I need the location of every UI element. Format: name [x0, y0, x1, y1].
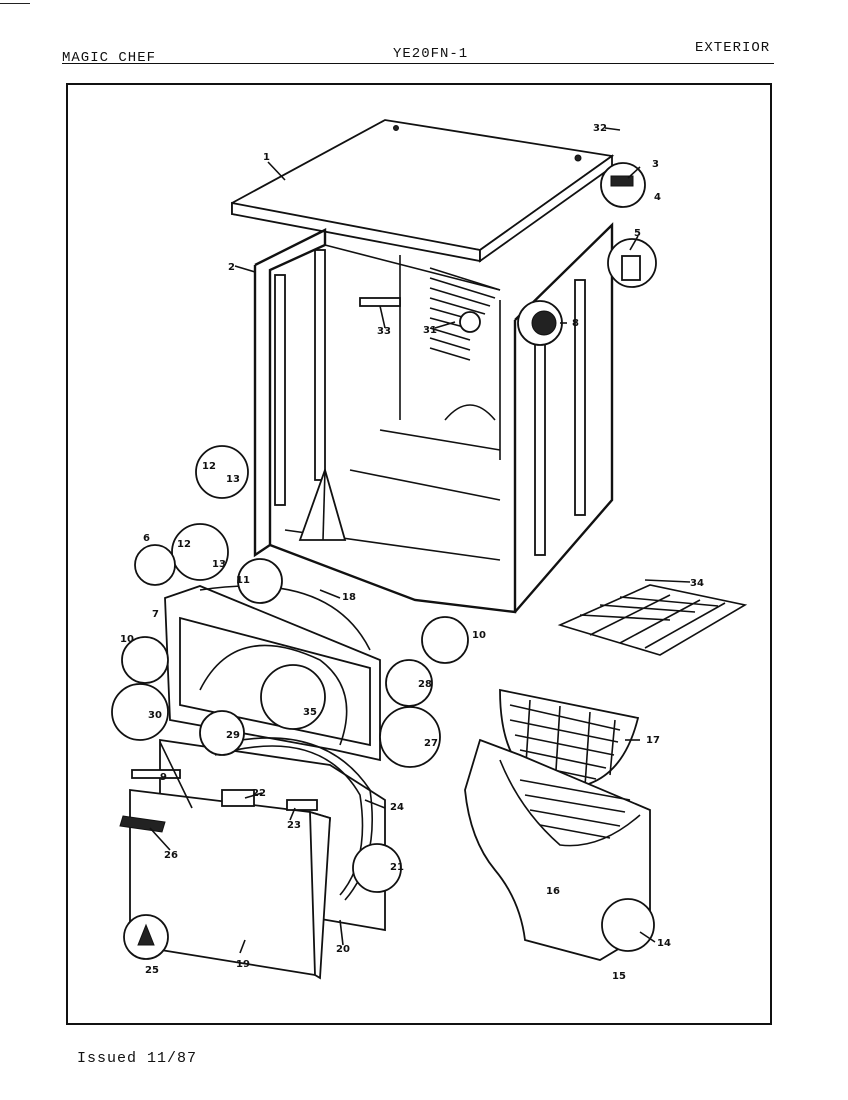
- lint-duct: [464, 738, 655, 961]
- callout-12a: 12: [202, 461, 216, 472]
- callout-23: 23: [287, 820, 301, 831]
- callout-19: 19: [236, 959, 250, 970]
- callout-10b: 10: [120, 634, 134, 645]
- callout-15: 15: [612, 971, 626, 982]
- door-panel: [119, 769, 331, 980]
- top-panel: [231, 119, 615, 263]
- detail-bubble-6: [134, 544, 176, 586]
- callout-11: 11: [236, 575, 250, 586]
- callout-26: 26: [164, 850, 178, 861]
- callout-21: 21: [390, 862, 404, 873]
- callout-35: 35: [303, 707, 317, 718]
- brand-label: MAGIC CHEF: [62, 50, 157, 66]
- callout-9: 9: [160, 772, 167, 783]
- callout-32: 32: [593, 123, 607, 134]
- issued-date: Issued 11/87: [77, 1050, 198, 1067]
- detail-bubble-29: [199, 710, 245, 756]
- callout-labels: 1 2 3 4 5 6 7 8 9 10 10 11 12 12 13 13 1…: [120, 123, 704, 982]
- detail-bubble-12-13b: [171, 523, 229, 581]
- callout-33: 33: [377, 326, 391, 337]
- detail-bubble-12-13: [195, 445, 249, 499]
- detail-bubble-27: [379, 706, 441, 768]
- detail-bubble-11: [237, 558, 283, 604]
- callout-28: 28: [418, 679, 432, 690]
- callout-12b: 12: [177, 539, 191, 550]
- callout-25: 25: [145, 965, 159, 976]
- callout-30: 30: [148, 710, 162, 721]
- callout-18: 18: [342, 592, 356, 603]
- callout-10: 10: [472, 630, 486, 641]
- model-number: YE20FN-1: [393, 46, 469, 62]
- detail-bubble-10b: [121, 636, 169, 684]
- detail-bubble-21: [352, 843, 402, 893]
- callout-5: 5: [634, 228, 641, 239]
- callout-13b: 13: [212, 559, 226, 570]
- callout-14: 14: [657, 938, 671, 949]
- detail-bubble-28: [385, 659, 433, 707]
- section-title: EXTERIOR: [695, 40, 771, 56]
- header-rule: [62, 63, 774, 64]
- callout-13a: 13: [226, 474, 240, 485]
- corner-tick-mark: [0, 3, 30, 4]
- detail-bubble-35: [260, 664, 326, 730]
- detail-bubble-9-30: [111, 683, 169, 741]
- callout-3: 3: [652, 159, 659, 170]
- rear-vent-louvers: [429, 267, 501, 361]
- callout-2: 2: [228, 262, 235, 273]
- callout-6: 6: [143, 533, 150, 544]
- callout-27: 27: [424, 738, 438, 749]
- callout-34: 34: [690, 578, 704, 589]
- callout-16: 16: [546, 886, 560, 897]
- callout-17: 17: [646, 735, 660, 746]
- callout-22: 22: [252, 788, 266, 799]
- leader-lines: [149, 127, 691, 954]
- callout-8: 8: [572, 318, 579, 329]
- callout-4: 4: [654, 192, 661, 203]
- callout-1: 1: [263, 152, 270, 163]
- detail-bubbles: [111, 162, 657, 960]
- detail-bubble-10: [421, 616, 469, 664]
- callout-20: 20: [336, 944, 350, 955]
- drying-rack: [557, 584, 748, 656]
- callout-24: 24: [390, 802, 404, 813]
- callout-29: 29: [226, 730, 240, 741]
- callout-31: 31: [423, 325, 437, 336]
- diagram-frame: [66, 83, 772, 1025]
- callout-7: 7: [152, 609, 159, 620]
- cabinet: [253, 222, 614, 614]
